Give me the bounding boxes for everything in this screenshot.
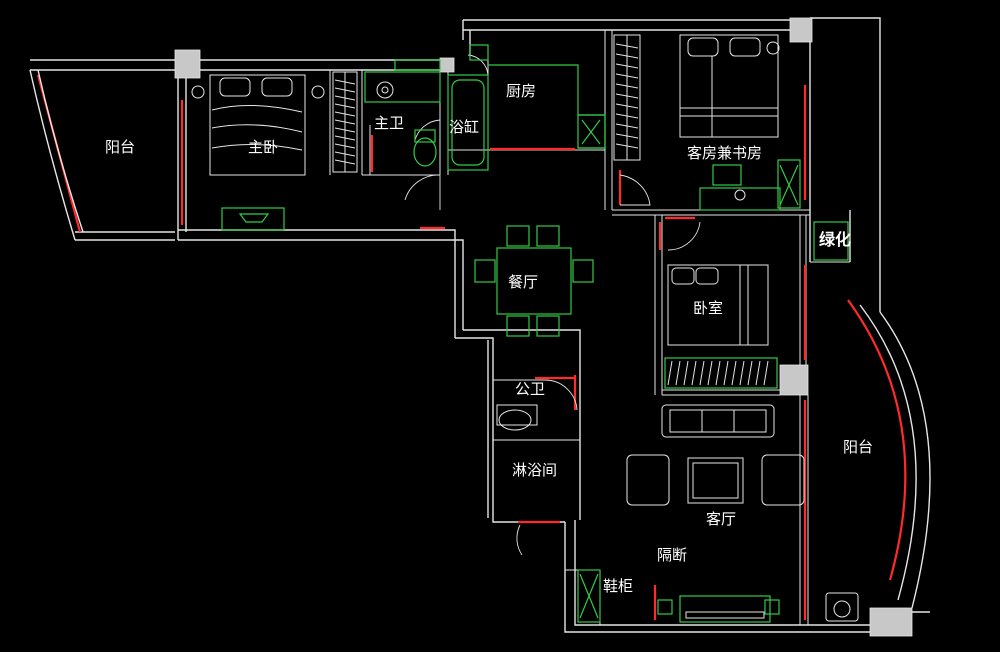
label-dining: 餐厅: [508, 273, 538, 291]
label-shoe-cabinet: 鞋柜: [603, 577, 633, 595]
balcony-arcs: [29, 69, 931, 609]
kitchen-sink: [577, 114, 606, 149]
room-labels: 阳台 主卧 主卫 浴缸 厨房 客房兼书房 绿化 餐厅 卧室 公卫 淋浴间 客厅 …: [105, 82, 873, 595]
greenery-box: [813, 221, 849, 261]
label-bedroom: 卧室: [693, 299, 723, 317]
shoe-cabinet: [577, 569, 601, 623]
label-living: 客厅: [706, 510, 736, 528]
walls: [30, 17, 930, 633]
bathtub: [447, 74, 489, 171]
tv-cabinet: [679, 595, 771, 623]
dining-table: [474, 225, 594, 337]
label-master-bath: 主卫: [374, 114, 404, 132]
guest-wardrobe: [613, 34, 641, 161]
label-balcony-left: 阳台: [105, 138, 135, 156]
washing-machine: [825, 592, 859, 622]
guest-desk: [699, 187, 781, 211]
furniture: [191, 34, 859, 623]
guest-bed: [679, 34, 780, 138]
label-partition: 隔断: [657, 546, 687, 564]
master-desk: [221, 207, 285, 231]
windows: [36, 74, 907, 620]
label-public-bath: 公卫: [515, 380, 545, 398]
bedroom-bed: [667, 264, 769, 346]
label-kitchen: 厨房: [506, 82, 536, 100]
master-bath-counter: [364, 71, 441, 103]
master-wardrobe: [332, 71, 358, 173]
label-balcony-right: 阳台: [843, 438, 873, 456]
master-bed: [191, 74, 325, 176]
label-bathtub: 浴缸: [449, 118, 479, 136]
label-greenery: 绿化: [819, 230, 851, 249]
bedroom-wardrobe: [664, 357, 778, 389]
master-toilet-tank: [414, 129, 436, 143]
label-master-bedroom: 主卧: [248, 138, 278, 156]
living-sofa: [626, 404, 805, 506]
label-guest-study: 客房兼书房: [687, 144, 762, 162]
label-shower: 淋浴间: [512, 461, 557, 479]
columns: [174, 17, 913, 637]
public-toilet: [496, 404, 538, 426]
